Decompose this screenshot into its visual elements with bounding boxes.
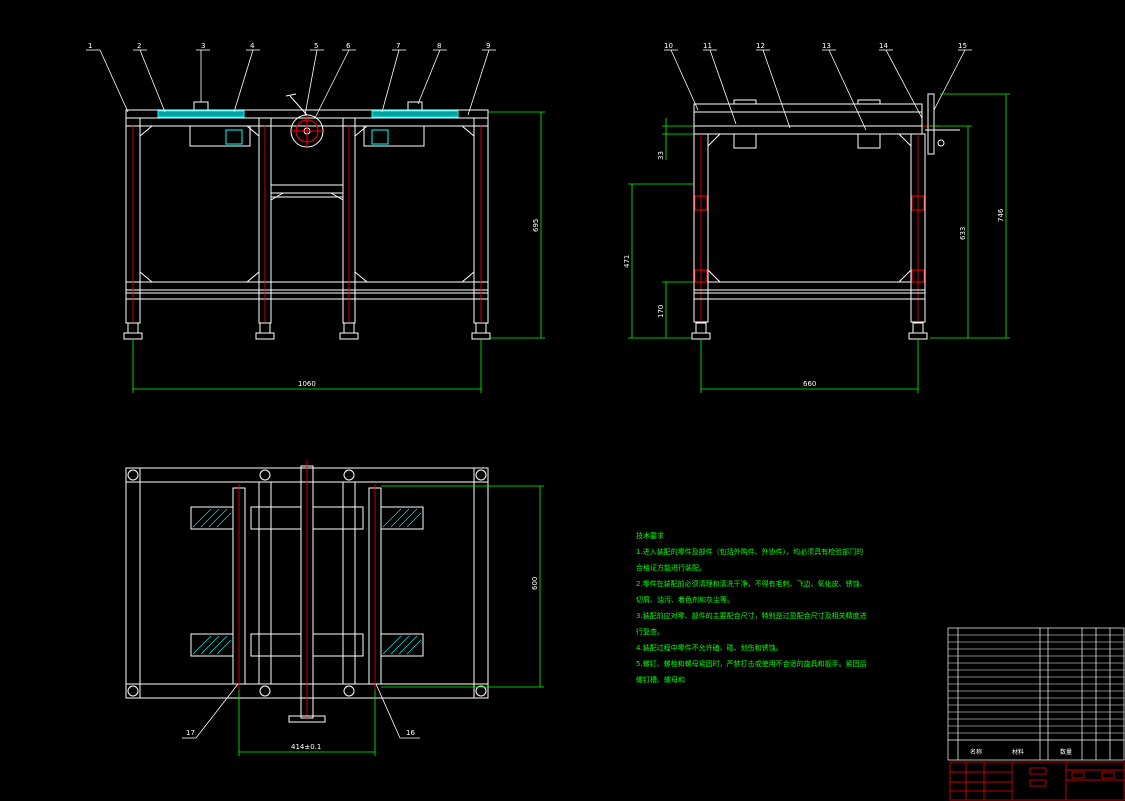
top-view-leaders xyxy=(182,683,420,739)
balloon-15: 15 xyxy=(958,42,967,50)
col-header-material: 材料 xyxy=(1012,748,1024,756)
balloon-13: 13 xyxy=(822,42,831,50)
balloon-11: 11 xyxy=(703,42,712,50)
top-view-hatch xyxy=(192,508,422,655)
dim-top-gap: 414±0.1 xyxy=(291,743,321,751)
balloon-6: 6 xyxy=(346,42,351,50)
front-view-balloons: 1 2 3 4 5 6 7 8 9 xyxy=(88,42,490,50)
notes-line-6: 行复查。 xyxy=(636,628,664,636)
balloon-12: 12 xyxy=(756,42,765,50)
notes-title: 技术要求 xyxy=(636,532,664,540)
front-view xyxy=(123,93,491,340)
top-view xyxy=(125,460,489,723)
dim-side-low: 170 xyxy=(657,305,665,318)
dim-side-mid: 471 xyxy=(623,255,631,268)
technical-requirements: 技术要求 1.进入装配的零件及部件（包括外购件、外协件），均必须具有检验部门的 … xyxy=(636,528,876,688)
balloon-9: 9 xyxy=(486,42,490,50)
side-view-leaders xyxy=(664,49,972,131)
notes-line-4: 切屑、油污、着色剂和灰尘等。 xyxy=(636,596,734,604)
dim-front-height: 695 xyxy=(532,219,540,232)
notes-line-8: 5.螺钉、螺栓和螺母紧固时，严禁打击或使用不合适的旋具和扳手。紧固后 xyxy=(636,660,867,668)
notes-line-2: 合格证方能进行装配。 xyxy=(636,564,706,572)
balloon-1: 1 xyxy=(88,42,92,50)
notes-line-5: 3.装配前应对零、部件的主要配合尺寸，特别是过盈配合尺寸及相关精度进 xyxy=(636,612,867,620)
parts-list xyxy=(947,627,1125,761)
balloon-10: 10 xyxy=(664,42,673,50)
side-view-dimensions xyxy=(628,93,1010,393)
dim-side-small: 33 xyxy=(657,151,665,160)
side-view-balloons: 10 11 12 13 14 15 xyxy=(664,42,967,50)
col-header-name: 名称 xyxy=(970,748,982,756)
notes-line-3: 2.零件在装配前必须清理和清洗干净，不得有毛刺、飞边、氧化皮、锈蚀、 xyxy=(636,580,867,588)
side-view xyxy=(691,93,960,340)
notes-line-1: 1.进入装配的零件及部件（包括外购件、外协件），均必须具有检验部门的 xyxy=(636,548,864,556)
dim-side-width: 660 xyxy=(803,380,816,388)
balloon-5: 5 xyxy=(314,42,318,50)
balloon-2: 2 xyxy=(137,42,141,50)
front-view-leaders xyxy=(86,49,496,119)
col-header-qty: 数量 xyxy=(1060,748,1072,756)
dim-side-total: 746 xyxy=(997,208,1005,222)
top-view-dimensions xyxy=(238,485,544,756)
notes-line-7: 4.装配过程中零件不允许磕、碰、划伤和锈蚀。 xyxy=(636,644,783,652)
balloon-14: 14 xyxy=(879,42,888,50)
balloon-16: 16 xyxy=(406,729,415,737)
dim-top-depth: 600 xyxy=(531,577,539,590)
title-block xyxy=(949,761,1125,801)
parts-list-rows xyxy=(948,634,1124,734)
dim-side-frame: 633 xyxy=(959,227,967,240)
balloon-8: 8 xyxy=(437,42,441,50)
balloon-3: 3 xyxy=(201,42,205,50)
dim-front-width: 1060 xyxy=(298,380,316,388)
front-view-dimensions xyxy=(132,111,545,393)
balloon-4: 4 xyxy=(250,42,255,50)
notes-line-9: 螺钉槽、螺母和 xyxy=(636,676,685,684)
balloon-7: 7 xyxy=(396,42,400,50)
balloon-17: 17 xyxy=(186,729,195,737)
